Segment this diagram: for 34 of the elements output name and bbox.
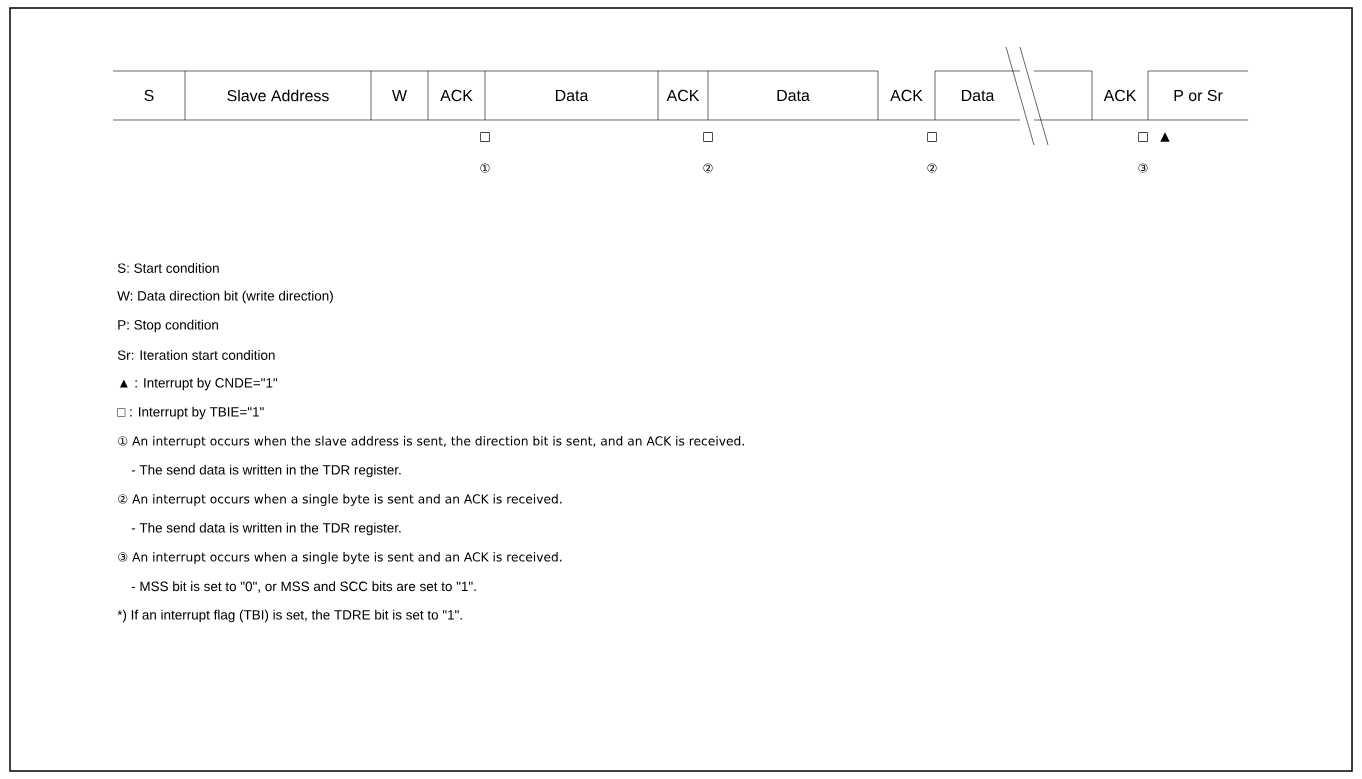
field-box: W <box>370 70 429 121</box>
note-text: - MSS bit is set to "0", or MSS and SCC bits are set to "1". <box>131 581 476 593</box>
callout-number: ① <box>480 163 490 173</box>
empty-field-box <box>1033 70 1093 121</box>
note-text: *) If an interrupt flag (TBI) is set, the TDRE bit is set to "1". <box>117 609 462 623</box>
field-box: ACK <box>427 70 486 121</box>
field-box: Data <box>934 70 1021 121</box>
field-box: Slave Address <box>184 70 372 121</box>
note-text: ① An interrupt occurs when the slave address is sent, the direction bit is sent, and an ACK is received. <box>118 436 744 448</box>
interrupt-symbol: ▲ <box>1160 132 1170 142</box>
note-text: S: Start condition <box>117 263 219 273</box>
callout-number: ② <box>703 163 713 173</box>
note-text: - The send data is written in the TDR register. <box>131 464 401 478</box>
note-text: P: Stop condition <box>118 319 218 333</box>
field-box: ACK <box>657 70 709 121</box>
field-box: ACK <box>877 89 936 121</box>
note-text: □ : Interrupt by TBIE="1" <box>117 406 264 420</box>
callout-number: ② <box>927 163 937 173</box>
field-box: Data <box>707 70 879 121</box>
field-box: ACK <box>1091 89 1149 121</box>
note-text: ③ An interrupt occurs when a single byte is sent and an ACK is received. <box>118 552 562 564</box>
note-text: W: Data direction bit (write direction) <box>117 290 333 304</box>
field-box: P or Sr <box>1147 70 1249 121</box>
callout-number: ③ <box>1138 163 1148 173</box>
interrupt-symbol: □ <box>480 132 490 142</box>
note-text: Sr: Iteration start condition <box>117 350 275 360</box>
interrupt-symbol: □ <box>1138 132 1148 142</box>
note-text: ▲ : Interrupt by CNDE="1" <box>119 377 278 391</box>
note-text: - The send data is written in the TDR register. <box>131 522 401 536</box>
note-text: ② An interrupt occurs when a single byte is sent and an ACK is received. <box>118 494 562 506</box>
field-box: Data <box>484 70 659 121</box>
interrupt-symbol: □ <box>927 132 937 142</box>
field-box: S <box>112 70 186 121</box>
interrupt-symbol: □ <box>703 132 713 142</box>
